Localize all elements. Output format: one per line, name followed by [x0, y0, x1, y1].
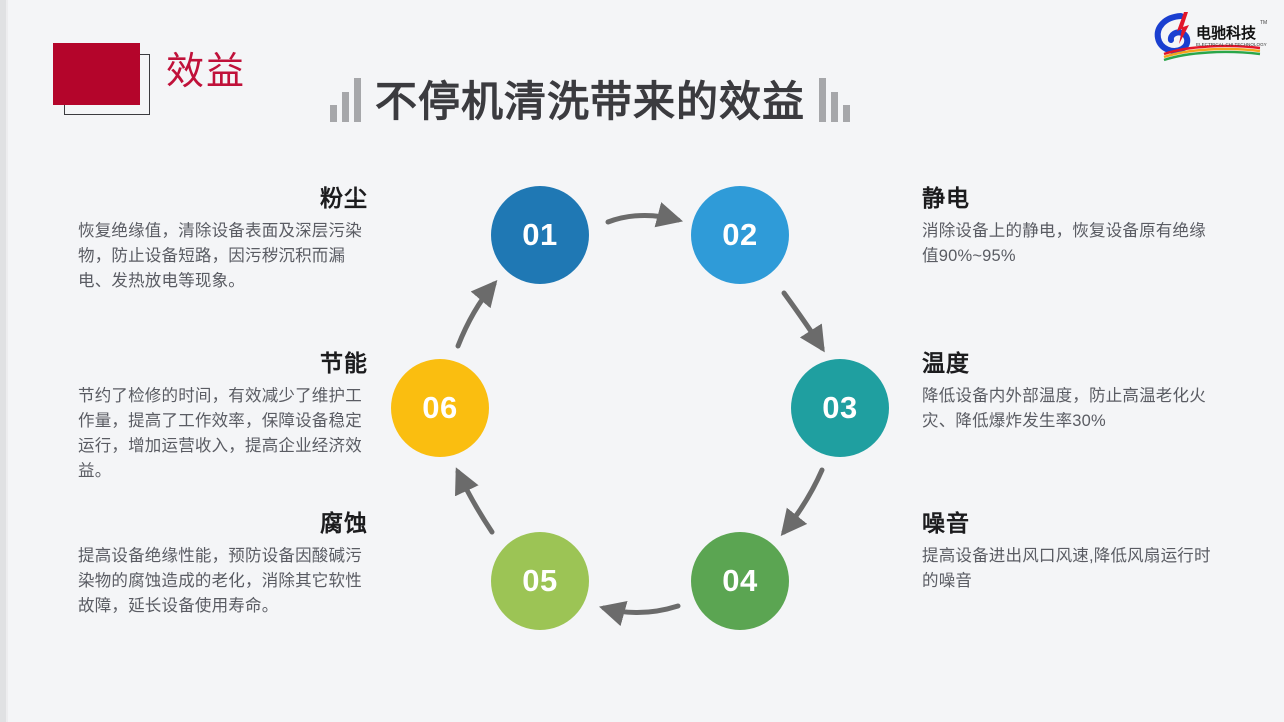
page-title: 不停机清洗带来的效益	[375, 78, 806, 125]
benefit-block-dust: 粉尘 恢复绝缘值，清除设备表面及深层污染物，防止设备短路，因污秽沉积而漏电、发热…	[78, 183, 368, 294]
section-badge	[53, 43, 153, 121]
arrow-02-to-03	[781, 290, 825, 353]
bar-chart-icon-descending	[819, 78, 851, 128]
benefit-title-noise: 噪音	[922, 510, 970, 536]
left-edge-strip	[0, 0, 6, 722]
benefit-title-temperature: 温度	[922, 350, 970, 376]
cycle-node-02[interactable]: 02	[691, 186, 789, 284]
benefit-title-corrosion: 腐蚀	[320, 510, 368, 536]
logo-rainbow-swoosh	[1163, 44, 1261, 62]
section-label: 效益	[166, 51, 247, 93]
benefit-block-corrosion: 腐蚀 提高设备绝缘性能，预防设备因酸碱污染物的腐蚀造成的老化，消除其它软性故障，…	[78, 508, 368, 619]
cycle-node-03[interactable]: 03	[791, 359, 889, 457]
company-logo: 电驰科技 ELECTRICAL CHI TECHNOLOGY TM	[1148, 4, 1272, 62]
benefit-block-static: 静电 消除设备上的静电，恢复设备原有绝缘值90%~95%	[922, 183, 1212, 269]
cycle-node-06[interactable]: 06	[391, 359, 489, 457]
cycle-diagram: 01 02 03 04 05 06	[370, 150, 930, 690]
arrow-06-to-01	[455, 280, 498, 349]
logo-brand-cn: 电驰科技	[1196, 24, 1257, 42]
benefit-body-corrosion: 提高设备绝缘性能，预防设备因酸碱污染物的腐蚀造成的老化，消除其它软性故障，延长设…	[78, 547, 362, 615]
badge-red-square	[53, 43, 140, 105]
cycle-node-04[interactable]: 04	[691, 532, 789, 630]
logo-brand-en: ELECTRICAL CHI TECHNOLOGY	[1196, 42, 1267, 47]
benefit-title-static: 静电	[922, 185, 970, 211]
arrow-03-to-04	[780, 467, 825, 537]
benefit-block-noise: 噪音 提高设备进出风口风速,降低风扇运行时的噪音	[922, 508, 1212, 594]
left-edge-strip-inner	[6, 0, 8, 722]
benefit-block-temperature: 温度 降低设备内外部温度，防止高温老化火灾、降低爆炸发生率30%	[922, 348, 1212, 434]
arrow-05-to-06	[455, 467, 495, 535]
benefit-block-energy: 节能 节约了检修的时间，有效减少了维护工作量，提高了工作效率，保障设备稳定运行，…	[78, 348, 368, 484]
benefit-body-energy: 节约了检修的时间，有效减少了维护工作量，提高了工作效率，保障设备稳定运行，增加运…	[78, 387, 362, 480]
benefit-title-dust: 粉尘	[320, 185, 368, 211]
benefit-body-noise: 提高设备进出风口风速,降低风扇运行时的噪音	[922, 547, 1211, 590]
benefit-body-dust: 恢复绝缘值，清除设备表面及深层污染物，防止设备短路，因污秽沉积而漏电、发热放电等…	[78, 222, 362, 290]
cycle-node-05[interactable]: 05	[491, 532, 589, 630]
cycle-node-01[interactable]: 01	[491, 186, 589, 284]
benefit-body-static: 消除设备上的静电，恢复设备原有绝缘值90%~95%	[922, 222, 1206, 265]
arrow-04-to-05	[598, 601, 681, 627]
arrow-01-to-02	[605, 202, 684, 228]
bar-chart-icon-ascending	[330, 78, 361, 128]
benefit-title-energy: 节能	[320, 350, 368, 376]
logo-tm: TM	[1260, 20, 1267, 26]
benefit-body-temperature: 降低设备内外部温度，防止高温老化火灾、降低爆炸发生率30%	[922, 387, 1206, 430]
logo-d-mark	[1154, 12, 1191, 54]
slide-title-row: 不停机清洗带来的效益	[330, 68, 851, 128]
